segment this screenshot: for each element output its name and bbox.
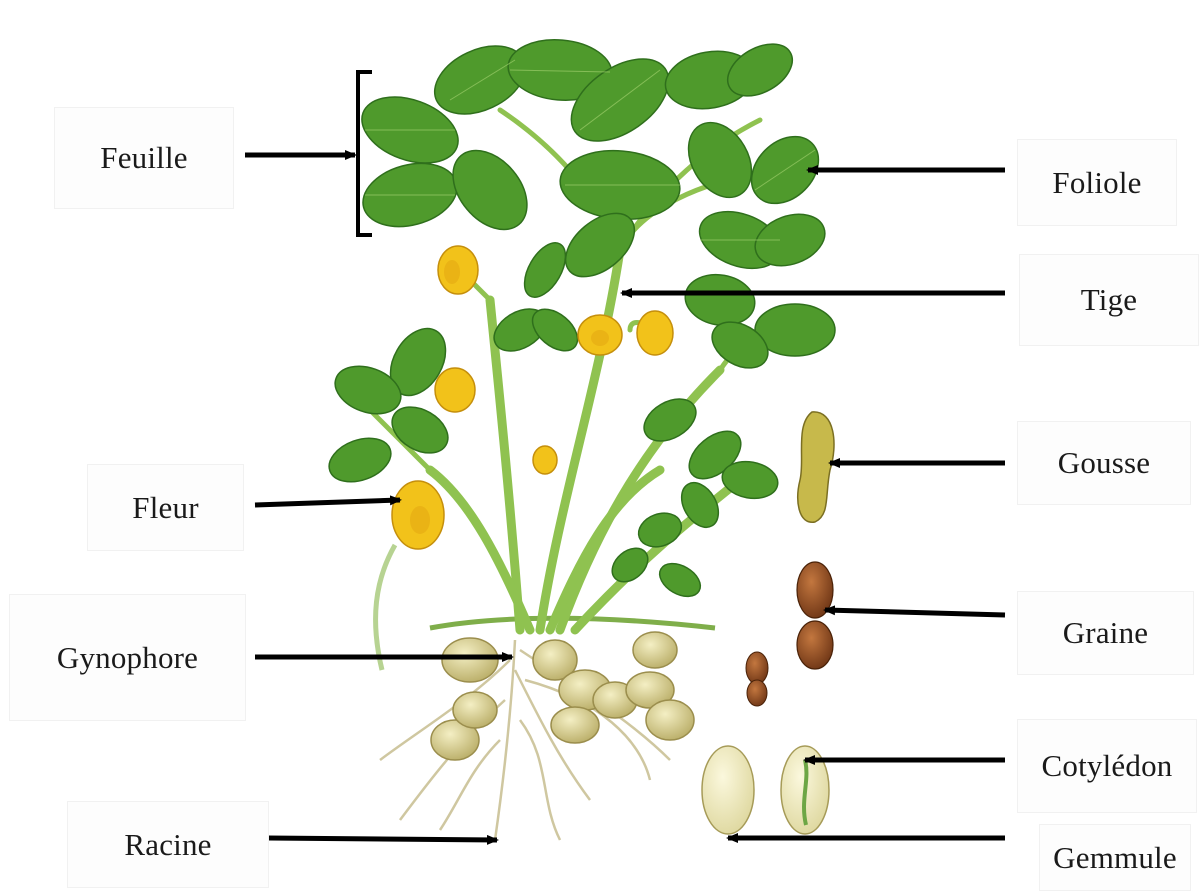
- label-foliole-text: Foliole: [1052, 165, 1141, 201]
- label-feuille-text: Feuille: [100, 140, 188, 176]
- label-cotyledon: Cotylédon: [1018, 720, 1196, 812]
- label-gemmule-text: Gemmule: [1053, 840, 1177, 876]
- graine-arrow: [825, 610, 1005, 615]
- label-gynophore: Gynophore: [10, 595, 245, 720]
- label-racine-text: Racine: [124, 827, 211, 863]
- label-fleur: Fleur: [88, 465, 243, 550]
- label-gousse: Gousse: [1018, 422, 1190, 504]
- label-cotyledon-text: Cotylédon: [1042, 748, 1173, 784]
- pod-specimen: [798, 412, 834, 522]
- fleur-arrow: [255, 500, 400, 505]
- pods: [431, 632, 694, 760]
- label-feuille: Feuille: [55, 108, 233, 208]
- label-gousse-text: Gousse: [1058, 445, 1150, 481]
- label-foliole: Foliole: [1018, 140, 1176, 225]
- label-racine: Racine: [68, 802, 268, 887]
- label-tige: Tige: [1020, 255, 1198, 345]
- label-graine-text: Graine: [1063, 615, 1149, 651]
- racine-arrow: [268, 838, 497, 840]
- seed-specimen: [746, 562, 833, 706]
- label-tige-text: Tige: [1081, 282, 1138, 318]
- label-graine: Graine: [1018, 592, 1193, 674]
- label-gemmule: Gemmule: [1040, 825, 1190, 890]
- label-fleur-text: Fleur: [132, 490, 198, 526]
- label-gynophore-text: Gynophore: [57, 640, 198, 676]
- roots: [380, 640, 670, 840]
- isolated-flower-stalk: [376, 545, 395, 670]
